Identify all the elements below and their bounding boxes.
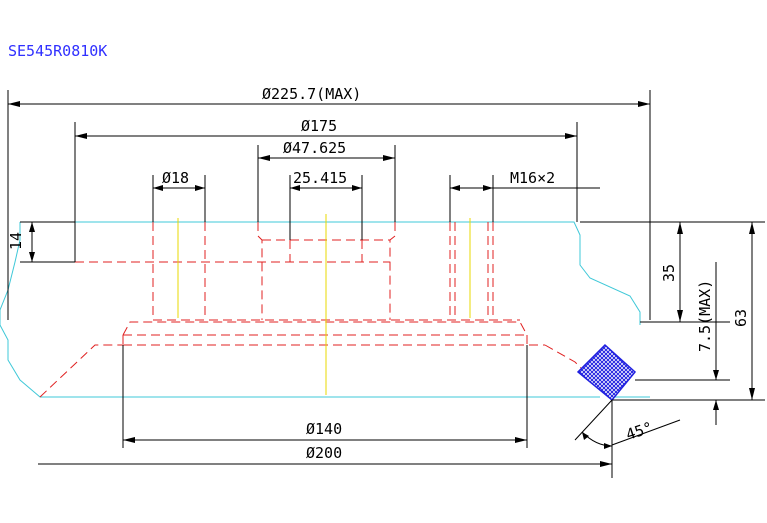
label-d47: Ø47.625 xyxy=(283,139,346,157)
label-thread: M16×2 xyxy=(510,169,555,187)
center-lines xyxy=(177,214,471,395)
part-outline xyxy=(0,221,650,398)
label-h14: 14 xyxy=(7,232,25,250)
label-w25: 25.415 xyxy=(293,169,347,187)
label-d175: Ø175 xyxy=(301,117,337,135)
insert xyxy=(576,343,637,402)
hidden-lines xyxy=(39,222,589,398)
dimension-labels: Ø225.7(MAX) Ø175 Ø47.625 Ø18 25.415 M16×… xyxy=(7,85,750,462)
label-d200: Ø200 xyxy=(306,444,342,462)
label-doc-max: 7.5(MAX) xyxy=(696,280,714,352)
label-h63: 63 xyxy=(732,309,750,327)
label-h35: 35 xyxy=(660,264,678,282)
drawing-title: SE545R0810K xyxy=(8,42,107,60)
label-angle: 45° xyxy=(624,418,655,443)
label-d18: Ø18 xyxy=(162,169,189,187)
label-d-max: Ø225.7(MAX) xyxy=(262,85,361,103)
label-d140: Ø140 xyxy=(306,420,342,438)
dimension-lines xyxy=(7,90,765,478)
